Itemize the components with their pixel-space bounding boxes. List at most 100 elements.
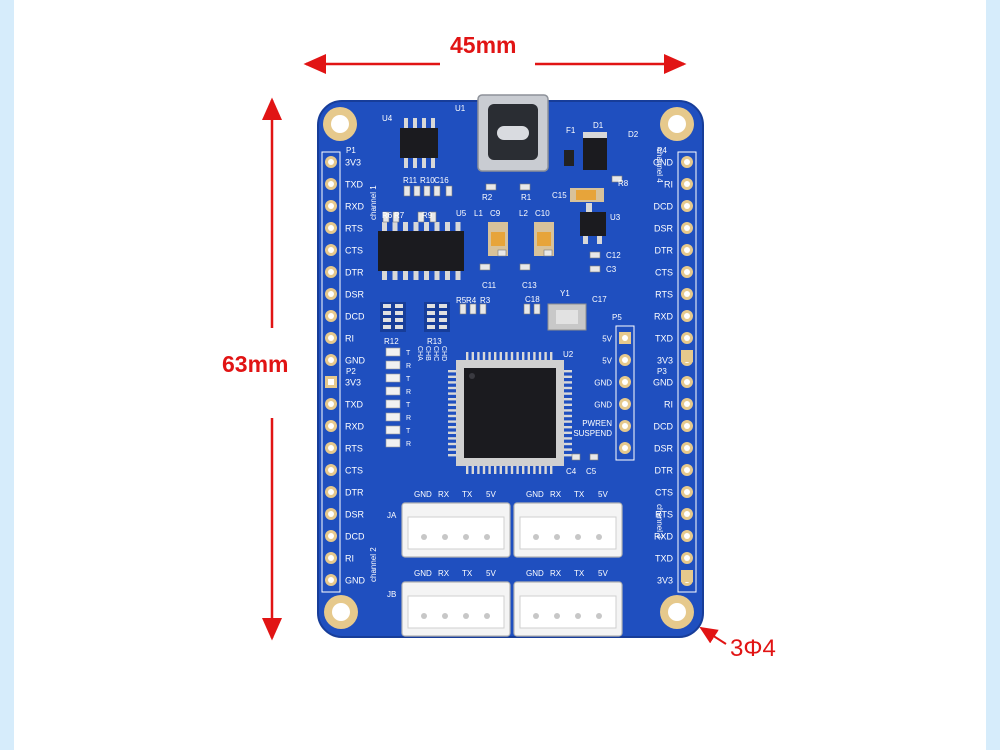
smd-component	[589, 265, 601, 273]
ref-c15: C15	[552, 191, 567, 200]
qfp-pin	[510, 466, 514, 474]
ref-ja: JA	[387, 511, 397, 520]
chip-u4	[400, 118, 438, 168]
header-pin-hole	[684, 159, 690, 165]
qfp-pin	[564, 398, 572, 401]
header-pin-hole	[684, 467, 690, 473]
pin-label: 3V3	[345, 378, 361, 388]
height-label: 63mm	[222, 351, 289, 377]
qfp-pin	[510, 352, 514, 360]
jst-pin-label: TX	[574, 490, 585, 499]
header-pin-hole	[684, 445, 690, 451]
resistor-pad	[427, 304, 435, 308]
jst-pin-label: TX	[462, 490, 473, 499]
qfp-pin	[482, 352, 486, 360]
status-led	[385, 347, 401, 357]
header-pin-hole	[328, 401, 334, 407]
qfp-pin	[516, 352, 519, 360]
jst-pin-label: 5V	[486, 490, 496, 499]
ref-d1: D1	[593, 121, 604, 130]
qfp-pin	[564, 426, 572, 429]
p5-pin-label: GND	[594, 379, 612, 388]
pin-label: 3V3	[657, 576, 673, 586]
resistor-pad	[439, 318, 447, 322]
smd-component	[571, 453, 581, 461]
led-channel-label: CHB	[424, 346, 431, 361]
header-pin-hole	[684, 401, 690, 407]
ref-c9: C9	[490, 209, 501, 218]
smd-component	[429, 211, 437, 223]
smd-component	[392, 211, 400, 223]
qfp-pin	[533, 352, 536, 360]
jst-pin	[442, 534, 448, 540]
jst-pin	[484, 534, 490, 540]
soic-pin	[413, 222, 419, 231]
ref-c5: C5	[586, 467, 597, 476]
qfp-pin	[564, 370, 572, 373]
ref-r11: R11	[403, 176, 418, 185]
header-pin-hole	[684, 247, 690, 253]
qfp-pin	[448, 414, 456, 418]
soic-pin	[445, 222, 450, 231]
qfp-pin	[499, 352, 502, 360]
resistor-pad	[395, 318, 403, 322]
ref-p2: P2	[346, 367, 356, 376]
smd-component	[423, 185, 431, 197]
led-letter: T	[406, 402, 411, 409]
ref-f1: F1	[566, 126, 576, 135]
header-pin-hole	[684, 203, 690, 209]
pin-label: CTS	[345, 466, 363, 476]
resistor-pad	[427, 311, 435, 315]
header-outline-left	[321, 151, 341, 593]
p5-pin-label: 5V	[602, 357, 612, 366]
jst-pin-label: RX	[438, 569, 450, 578]
pin-label: CTS	[345, 246, 363, 256]
pin-label: GND	[653, 158, 674, 168]
jst-pin	[442, 613, 448, 619]
header-pin-hole	[684, 511, 690, 517]
led-channel-label: CHD	[440, 346, 447, 361]
header-pin-hole	[328, 269, 334, 275]
header-pin-hole	[328, 291, 334, 297]
header-pin-hole	[328, 533, 334, 539]
qfp-pin	[516, 466, 519, 474]
smd-component	[479, 303, 487, 315]
soic-pin	[424, 222, 429, 231]
qfp-pin	[466, 466, 469, 474]
soic-pin	[445, 271, 450, 280]
qfp-pin	[564, 409, 572, 412]
qfp-pin	[448, 398, 456, 401]
header-pin-hole	[328, 225, 334, 231]
ref-r3: R3	[480, 296, 491, 305]
qfp-pin	[505, 466, 508, 474]
pin-label: RI	[664, 180, 673, 190]
mounting-hole-bottom-left	[324, 595, 358, 629]
pin-label: GND	[345, 576, 366, 586]
resistor-pad	[427, 318, 435, 322]
header-pin-hole	[328, 577, 334, 583]
soic-pin	[455, 271, 461, 280]
qfp-pin	[466, 352, 469, 360]
resistor-pad	[439, 311, 447, 315]
chip-u2-qfp	[448, 352, 572, 474]
smd-component	[589, 251, 601, 259]
led-letter: R	[406, 441, 411, 448]
ref-p5: P5	[612, 313, 622, 322]
jst-pin	[533, 613, 539, 619]
resistor-array-r12	[380, 302, 406, 332]
jst-pin-label: TX	[574, 569, 585, 578]
pin-label: TXD	[655, 554, 674, 564]
ref-d2: D2	[628, 130, 639, 139]
qfp-pin	[482, 466, 486, 474]
jst-connector	[513, 502, 623, 558]
ref-u2: U2	[563, 350, 574, 359]
diode-d1	[583, 132, 607, 170]
capacitor-c15	[570, 188, 604, 202]
ref-r1: R1	[521, 193, 532, 202]
smd-component	[523, 303, 531, 315]
jst-pin-label: RX	[550, 490, 562, 499]
hole-dimension-pointer	[699, 626, 727, 645]
header-pin-hole	[684, 489, 690, 495]
inductor-l2	[534, 222, 554, 256]
